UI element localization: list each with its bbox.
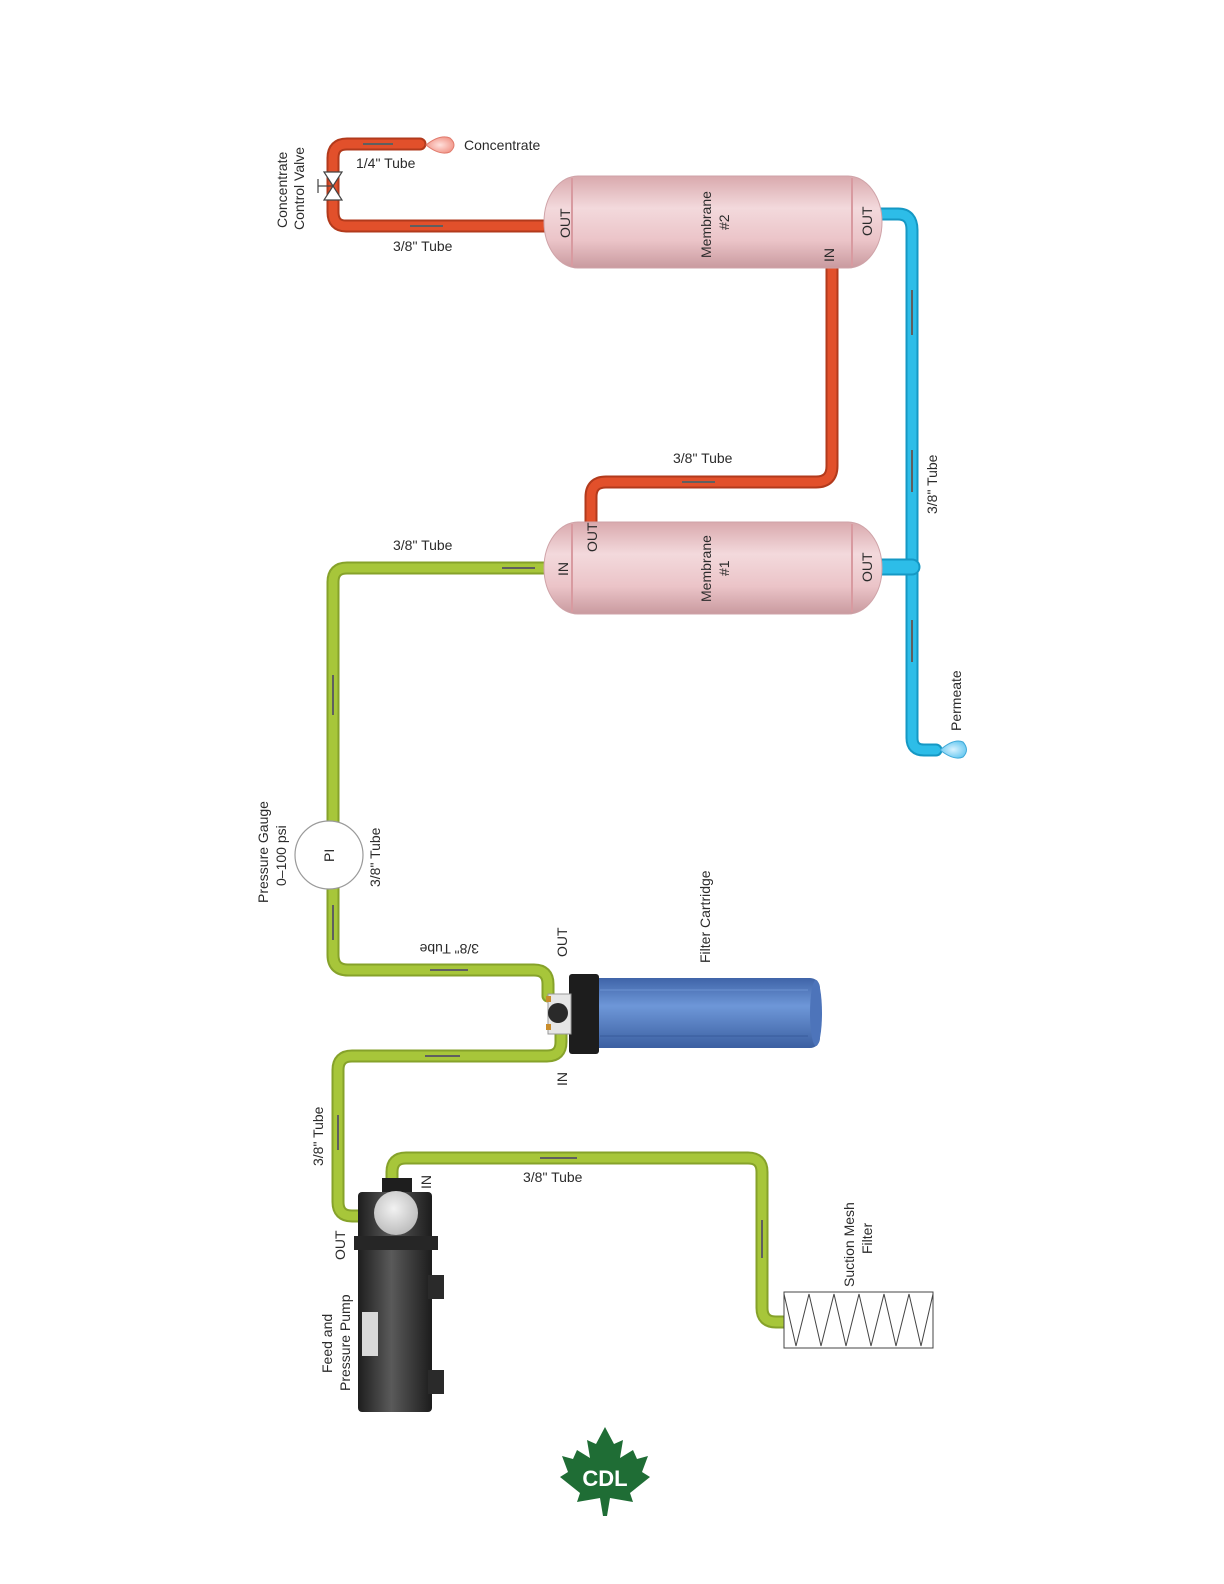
tube-label-between-membranes: 3/8" Tube bbox=[673, 450, 733, 466]
pressure-gauge: PI bbox=[295, 821, 363, 889]
suction-label-line1: Suction Mesh bbox=[841, 1202, 857, 1287]
pump-in-label: IN bbox=[418, 1175, 434, 1189]
tube-label-filter-out: 3/8" Tube bbox=[419, 941, 479, 957]
quarter-tube-label: 1/4" Tube bbox=[356, 155, 416, 171]
tube-label-to-membrane-1: 3/8" Tube bbox=[393, 537, 453, 553]
concentrate-drop-icon bbox=[426, 137, 454, 153]
membrane-1-in: IN bbox=[555, 562, 571, 576]
tube-label-pump-out: 3/8" Tube bbox=[310, 1106, 326, 1166]
filter-cartridge bbox=[546, 974, 822, 1054]
membrane-2-title: Membrane bbox=[698, 191, 714, 258]
tube-label-permeate: 3/8" Tube bbox=[924, 454, 940, 514]
membrane-1-out-right: OUT bbox=[859, 552, 875, 582]
membrane-1-number: #1 bbox=[716, 560, 732, 576]
valve-label-line2: Control Valve bbox=[291, 147, 307, 230]
membrane-2-number: #2 bbox=[716, 214, 732, 230]
tube-label-top-left: 3/8" Tube bbox=[393, 238, 453, 254]
valve-label-line1: Concentrate bbox=[274, 152, 290, 228]
permeate-drop-icon bbox=[940, 741, 967, 758]
suction-line bbox=[392, 1158, 784, 1322]
gauge-label-line2: 0–100 psi bbox=[273, 825, 289, 886]
interstage-line bbox=[591, 268, 832, 522]
feed-pressure-pump bbox=[354, 1178, 444, 1412]
tube-label-gauge: 3/8" Tube bbox=[367, 827, 383, 887]
pump-label-line1: Feed and bbox=[319, 1314, 335, 1373]
filter-in-label: IN bbox=[554, 1072, 570, 1086]
membrane-1-out-top: OUT bbox=[584, 522, 600, 552]
gauge-symbol: PI bbox=[321, 849, 337, 862]
tube-label-suction: 3/8" Tube bbox=[523, 1169, 583, 1185]
gauge-label-line1: Pressure Gauge bbox=[255, 801, 271, 903]
suction-label-line2: Filter bbox=[859, 1223, 875, 1254]
logo-text: CDL bbox=[582, 1466, 627, 1491]
maple-leaf-icon: CDL bbox=[560, 1427, 650, 1516]
membrane-2: OUT Membrane #2 IN OUT bbox=[544, 176, 882, 268]
permeate-label: Permeate bbox=[948, 670, 964, 731]
filter-out-label: OUT bbox=[554, 927, 570, 957]
membrane-2-out-left: OUT bbox=[557, 208, 573, 238]
membrane-2-out-right: OUT bbox=[859, 206, 875, 236]
feed-line-pump-to-filter bbox=[338, 1030, 561, 1216]
concentrate-label: Concentrate bbox=[464, 137, 540, 153]
membrane-2-in: IN bbox=[821, 248, 837, 262]
suction-mesh-filter bbox=[784, 1292, 933, 1348]
membrane-1-title: Membrane bbox=[698, 535, 714, 602]
feed-line-to-membrane bbox=[333, 568, 546, 822]
membrane-1: IN OUT Membrane #1 OUT bbox=[544, 522, 882, 614]
pump-out-label: OUT bbox=[332, 1230, 348, 1260]
pump-label-line2: Pressure Pump bbox=[337, 1294, 353, 1391]
filter-cartridge-label: Filter Cartridge bbox=[697, 870, 713, 963]
